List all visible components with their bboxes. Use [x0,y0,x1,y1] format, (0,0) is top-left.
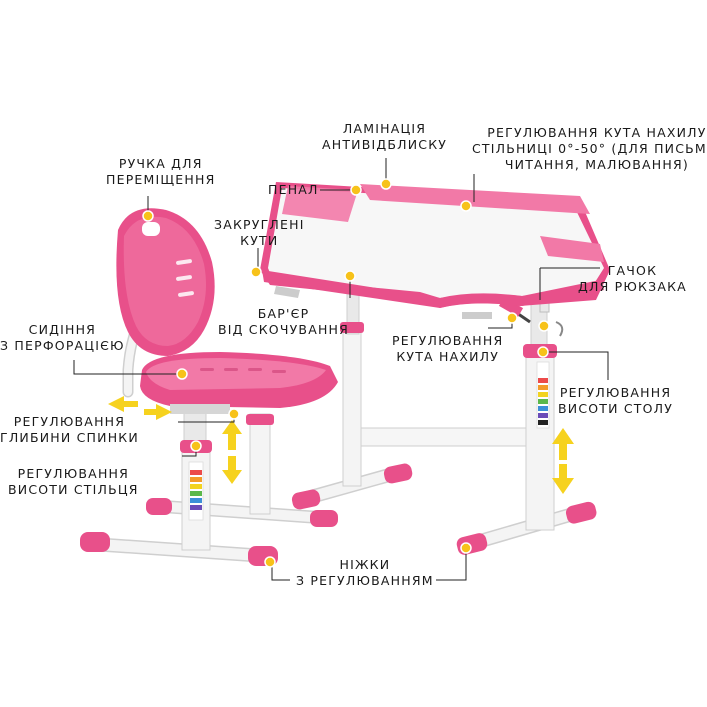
callout-chair-height: РЕГУЛЮВАННЯ ВИСОТИ СТІЛЬЦЯ [8,466,139,498]
callout-rounded-corners-line: КУТИ [240,233,279,248]
callout-perforated-seat-line: З ПЕРФОРАЦІЄЮ [0,338,125,353]
callout-desk-height: РЕГУЛЮВАННЯ ВИСОТИ СТОЛУ [558,385,673,417]
callout-chair-height-line: ВИСОТИ СТІЛЬЦЯ [8,482,139,497]
desk-crossbar [360,427,528,447]
callout-rounded-corners: ЗАКРУГЛЕНІ КУТИ [214,217,305,249]
adjustment-arrows [108,396,574,494]
callout-adjustable-legs: НІЖКИ З РЕГУЛЮВАННЯМ [296,557,434,589]
callout-back-depth: РЕГУЛЮВАННЯ ГЛИБИНИ СПИНКИ [0,414,139,446]
callout-tilt-adjust-line: РЕГУЛЮВАННЯ [392,333,504,348]
desk-leg-left [340,281,364,487]
chair-leg-back [246,413,274,515]
callout-perforated-seat-line: СИДІННЯ [28,322,97,337]
desk-leg-right [523,299,557,531]
callout-handle-line: ПЕРЕМІЩЕННЯ [106,172,216,187]
callout-lamination-line: АНТИВІДБЛИСКУ [322,137,448,152]
callout-slide-barrier: БАР'ЄР ВІД СКОЧУВАННЯ [218,306,349,338]
callout-back-depth-line: РЕГУЛЮВАННЯ [13,414,126,429]
callout-lamination-line: ЛАМІНАЦІЯ [342,121,427,136]
callout-perforated-seat: СИДІННЯ З ПЕРФОРАЦІЄЮ [0,322,125,354]
chair-base-front [80,532,278,566]
callout-hook: ГАЧОК ДЛЯ РЮКЗАКА [578,263,687,295]
callout-desk-height-line: ВИСОТИ СТОЛУ [558,401,674,416]
callout-pencil-case-line: ПЕНАЛ [268,182,319,197]
callout-hook-line: ДЛЯ РЮКЗАКА [578,279,687,294]
callout-slide-barrier-line: ВІД СКОЧУВАННЯ [218,322,350,337]
chair [80,208,338,566]
callout-adjustable-legs-line: НІЖКИ [339,557,391,572]
callout-lamination: ЛАМІНАЦІЯ АНТИВІДБЛИСКУ [322,121,447,153]
callout-desk-height-line: РЕГУЛЮВАННЯ [559,385,672,400]
chair-backrest [116,208,215,356]
callout-handle: РУЧКА ДЛЯ ПЕРЕМІЩЕННЯ [106,156,215,188]
callout-back-depth-line: ГЛИБИНИ СПИНКИ [0,430,139,445]
callout-tilt-range: РЕГУЛЮВАННЯ КУТА НАХИЛУ СТІЛЬНИЦІ 0°-50°… [472,125,707,173]
callout-tilt-range-line: РЕГУЛЮВАННЯ КУТА НАХИЛУ [487,125,707,140]
callout-adjustable-legs-line: З РЕГУЛЮВАННЯМ [296,573,434,588]
callout-hook-line: ГАЧОК [607,263,658,278]
callout-tilt-adjust-line: КУТА НАХИЛУ [396,349,500,364]
callout-markers [142,178,550,568]
chair-seat [140,352,338,414]
callout-tilt-range-line: ЧИТАННЯ, МАЛЮВАННЯ) [504,157,689,172]
callout-tilt-range-line: СТІЛЬНИЦІ 0°-50° (ДЛЯ ПИСЬМА, [472,141,707,156]
callout-rounded-corners-line: ЗАКРУГЛЕНІ [214,217,305,232]
desk-tabletop [260,182,610,308]
callout-handle-line: РУЧКА ДЛЯ [118,156,203,171]
callout-tilt-adjust: РЕГУЛЮВАННЯ КУТА НАХИЛУ [392,333,503,365]
callout-chair-height-line: РЕГУЛЮВАННЯ [17,466,130,481]
callout-pencil-case: ПЕНАЛ [268,182,319,198]
callout-slide-barrier-line: БАР'ЄР [257,306,310,321]
